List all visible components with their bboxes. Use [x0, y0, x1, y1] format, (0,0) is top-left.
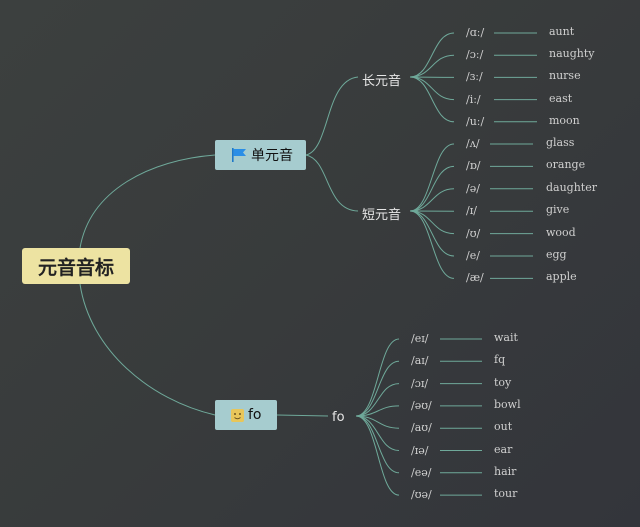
- phoneme-symbol[interactable]: /e/: [466, 249, 480, 262]
- root-node[interactable]: 元音音标: [22, 248, 130, 284]
- connector-root-branch2: [79, 283, 216, 416]
- example-word[interactable]: nurse: [549, 69, 581, 83]
- leaf-connector: [409, 188, 455, 212]
- leaf-connector: [355, 415, 400, 496]
- phoneme-symbol[interactable]: /iː/: [466, 92, 481, 106]
- phoneme-symbol[interactable]: /ʊə/: [411, 488, 432, 502]
- phoneme-symbol[interactable]: /ɑː/: [466, 26, 485, 39]
- example-word[interactable]: bowl: [494, 397, 521, 411]
- leaf-connector: [355, 383, 400, 417]
- phoneme-symbol[interactable]: /eɪ/: [411, 332, 429, 345]
- example-word[interactable]: apple: [546, 270, 577, 284]
- phoneme-symbol[interactable]: /ɒ/: [466, 159, 481, 173]
- example-word[interactable]: wait: [494, 331, 518, 344]
- flag-icon: [232, 148, 246, 162]
- branch-node-fo[interactable]: fo: [215, 400, 277, 430]
- example-word[interactable]: aunt: [549, 25, 575, 38]
- example-word[interactable]: wood: [546, 225, 576, 239]
- example-word[interactable]: hair: [494, 464, 517, 478]
- phoneme-symbol[interactable]: /æ/: [466, 271, 484, 285]
- group-label-short[interactable]: 短元音: [362, 208, 402, 223]
- phoneme-symbol[interactable]: /uː/: [466, 114, 485, 128]
- leaf-connector: [409, 76, 455, 101]
- phoneme-symbol[interactable]: /eə/: [411, 465, 432, 479]
- root-label: 元音音标: [37, 256, 114, 279]
- leaf-connector: [355, 415, 400, 451]
- example-word[interactable]: out: [494, 420, 513, 434]
- leaf-connector: [409, 143, 455, 212]
- phoneme-symbol[interactable]: /ɪə/: [411, 443, 429, 457]
- phoneme-symbol[interactable]: /aʊ/: [411, 421, 432, 435]
- phoneme-symbol[interactable]: /əʊ/: [411, 398, 432, 412]
- phoneme-symbol[interactable]: /ə/: [466, 181, 480, 195]
- example-word[interactable]: east: [549, 91, 573, 105]
- leaf-connector: [355, 405, 400, 417]
- leaf-connector: [409, 165, 455, 212]
- phoneme-symbol[interactable]: /ɜː/: [466, 70, 483, 84]
- phoneme-symbol[interactable]: /ɔɪ/: [411, 376, 429, 390]
- example-word[interactable]: naughty: [549, 47, 595, 61]
- leaf-connector: [409, 54, 455, 78]
- leaf-connector: [409, 210, 455, 279]
- leaf-connector: [355, 360, 400, 417]
- leaf-connector: [409, 210, 455, 257]
- branch-label: 单元音: [251, 148, 293, 164]
- phoneme-symbol[interactable]: /ɪ/: [466, 204, 477, 218]
- example-word[interactable]: toy: [494, 375, 512, 389]
- leaf-connector: [355, 338, 400, 417]
- example-word[interactable]: fq: [494, 353, 506, 367]
- phoneme-symbol[interactable]: /ʌ/: [466, 137, 480, 150]
- branch-node-monophthong[interactable]: 单元音: [215, 140, 306, 170]
- example-word[interactable]: glass: [546, 136, 575, 149]
- example-word[interactable]: give: [546, 203, 570, 217]
- example-word[interactable]: orange: [546, 158, 586, 172]
- phoneme-symbol[interactable]: /ɔː/: [466, 48, 484, 62]
- example-word[interactable]: ear: [494, 442, 513, 456]
- leaf-connector: [409, 32, 455, 78]
- example-word[interactable]: moon: [549, 113, 580, 127]
- example-word[interactable]: tour: [494, 487, 518, 501]
- example-word[interactable]: daughter: [546, 180, 597, 194]
- example-word[interactable]: egg: [546, 248, 567, 261]
- branch-label: fo: [248, 407, 262, 423]
- phoneme-symbol[interactable]: /ʊ/: [466, 226, 481, 240]
- connector-branch1-short: [305, 154, 359, 212]
- connector-branch2-group: [276, 414, 329, 417]
- leaf-connector: [355, 415, 400, 474]
- connector-root-branch1: [79, 154, 216, 249]
- phoneme-symbol[interactable]: /aɪ/: [411, 354, 429, 368]
- leaf-connector: [409, 76, 455, 123]
- leaf-connectors: [355, 32, 537, 496]
- leaf-connector: [409, 210, 455, 235]
- connector-branch1-long: [305, 76, 359, 156]
- smiley-icon: [231, 408, 244, 422]
- group-label-fo[interactable]: fo: [332, 410, 345, 425]
- group-label-long[interactable]: 长元音: [362, 74, 402, 89]
